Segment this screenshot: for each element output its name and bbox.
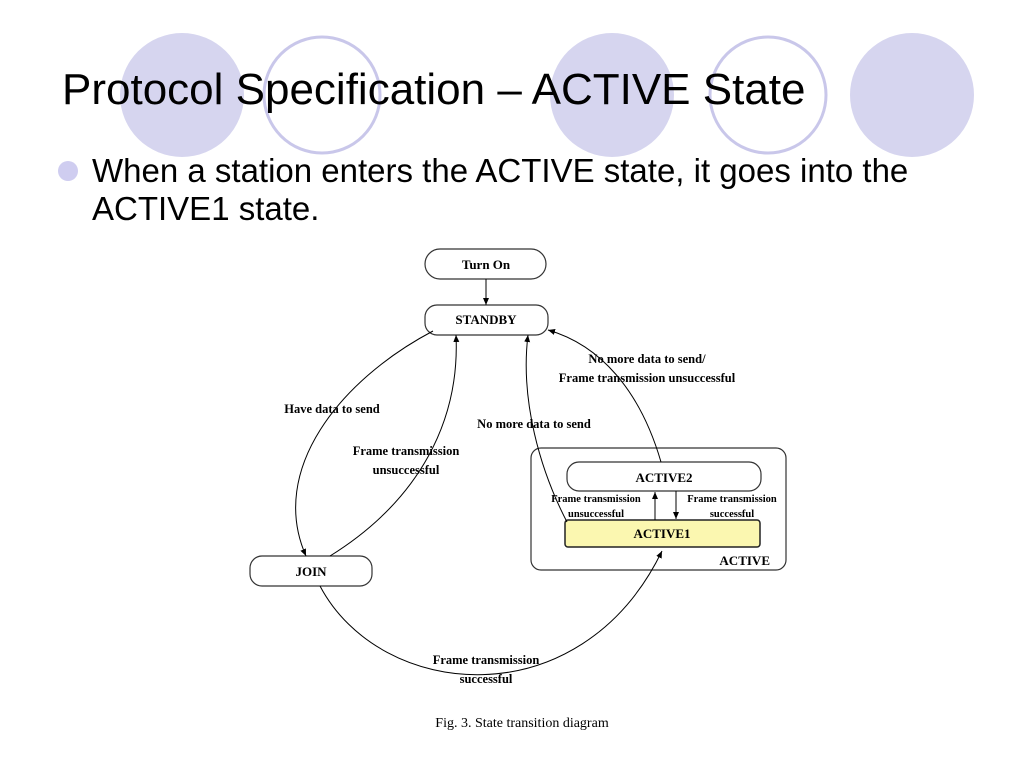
state-active2-label: ACTIVE2	[635, 470, 692, 485]
arrow-join-to-active1	[319, 550, 663, 676]
state-standby-label: STANDBY	[455, 312, 517, 327]
decor-circle-5	[850, 33, 974, 157]
arrow-active1-to-standby	[524, 334, 568, 523]
arrow-join-to-standby	[329, 334, 460, 557]
decorative-circles	[120, 33, 974, 157]
label-have-data: Have data to send	[284, 402, 380, 416]
slide-title: Protocol Specification – ACTIVE State	[62, 65, 806, 114]
bullet-text: When a station enters the ACTIVE state, …	[92, 152, 909, 227]
label-join-success-2: successful	[460, 672, 513, 686]
label-a2-exit-2: Frame transmission unsuccessful	[559, 371, 736, 385]
state-join-label: JOIN	[295, 564, 327, 579]
active-group-label: ACTIVE	[719, 553, 770, 568]
label-join-success-1: Frame transmission	[433, 653, 540, 667]
decor-circle-1	[120, 33, 244, 157]
label-a1-to-a2-2: unsuccessful	[568, 509, 624, 520]
label-no-more-data: No more data to send	[477, 417, 591, 431]
label-a1-to-a2-1: Frame transmission	[551, 494, 641, 505]
decor-circle-3	[550, 33, 674, 157]
label-a2-to-a1-1: Frame transmission	[687, 494, 777, 505]
label-a2-exit-1: No more data to send/	[588, 352, 706, 366]
state-join-box	[249, 555, 373, 587]
label-join-fail-2: unsuccessful	[373, 463, 440, 477]
label-join-fail-1: Frame transmission	[353, 444, 460, 458]
decor-circle-2	[262, 35, 382, 155]
label-a2-to-a1-2: successful	[710, 509, 754, 520]
figure-caption: Fig. 3. State transition diagram	[435, 716, 609, 731]
state-turn-on-label: Turn On	[462, 257, 511, 272]
state-active1-box	[564, 519, 761, 548]
arrow-standby-to-join	[295, 330, 434, 557]
decor-circle-4	[708, 35, 828, 155]
state-active2-box	[566, 461, 762, 492]
arrow-active2-to-standby	[547, 329, 662, 463]
bullet-dot-icon	[58, 161, 78, 181]
state-active1-label: ACTIVE1	[633, 526, 690, 541]
